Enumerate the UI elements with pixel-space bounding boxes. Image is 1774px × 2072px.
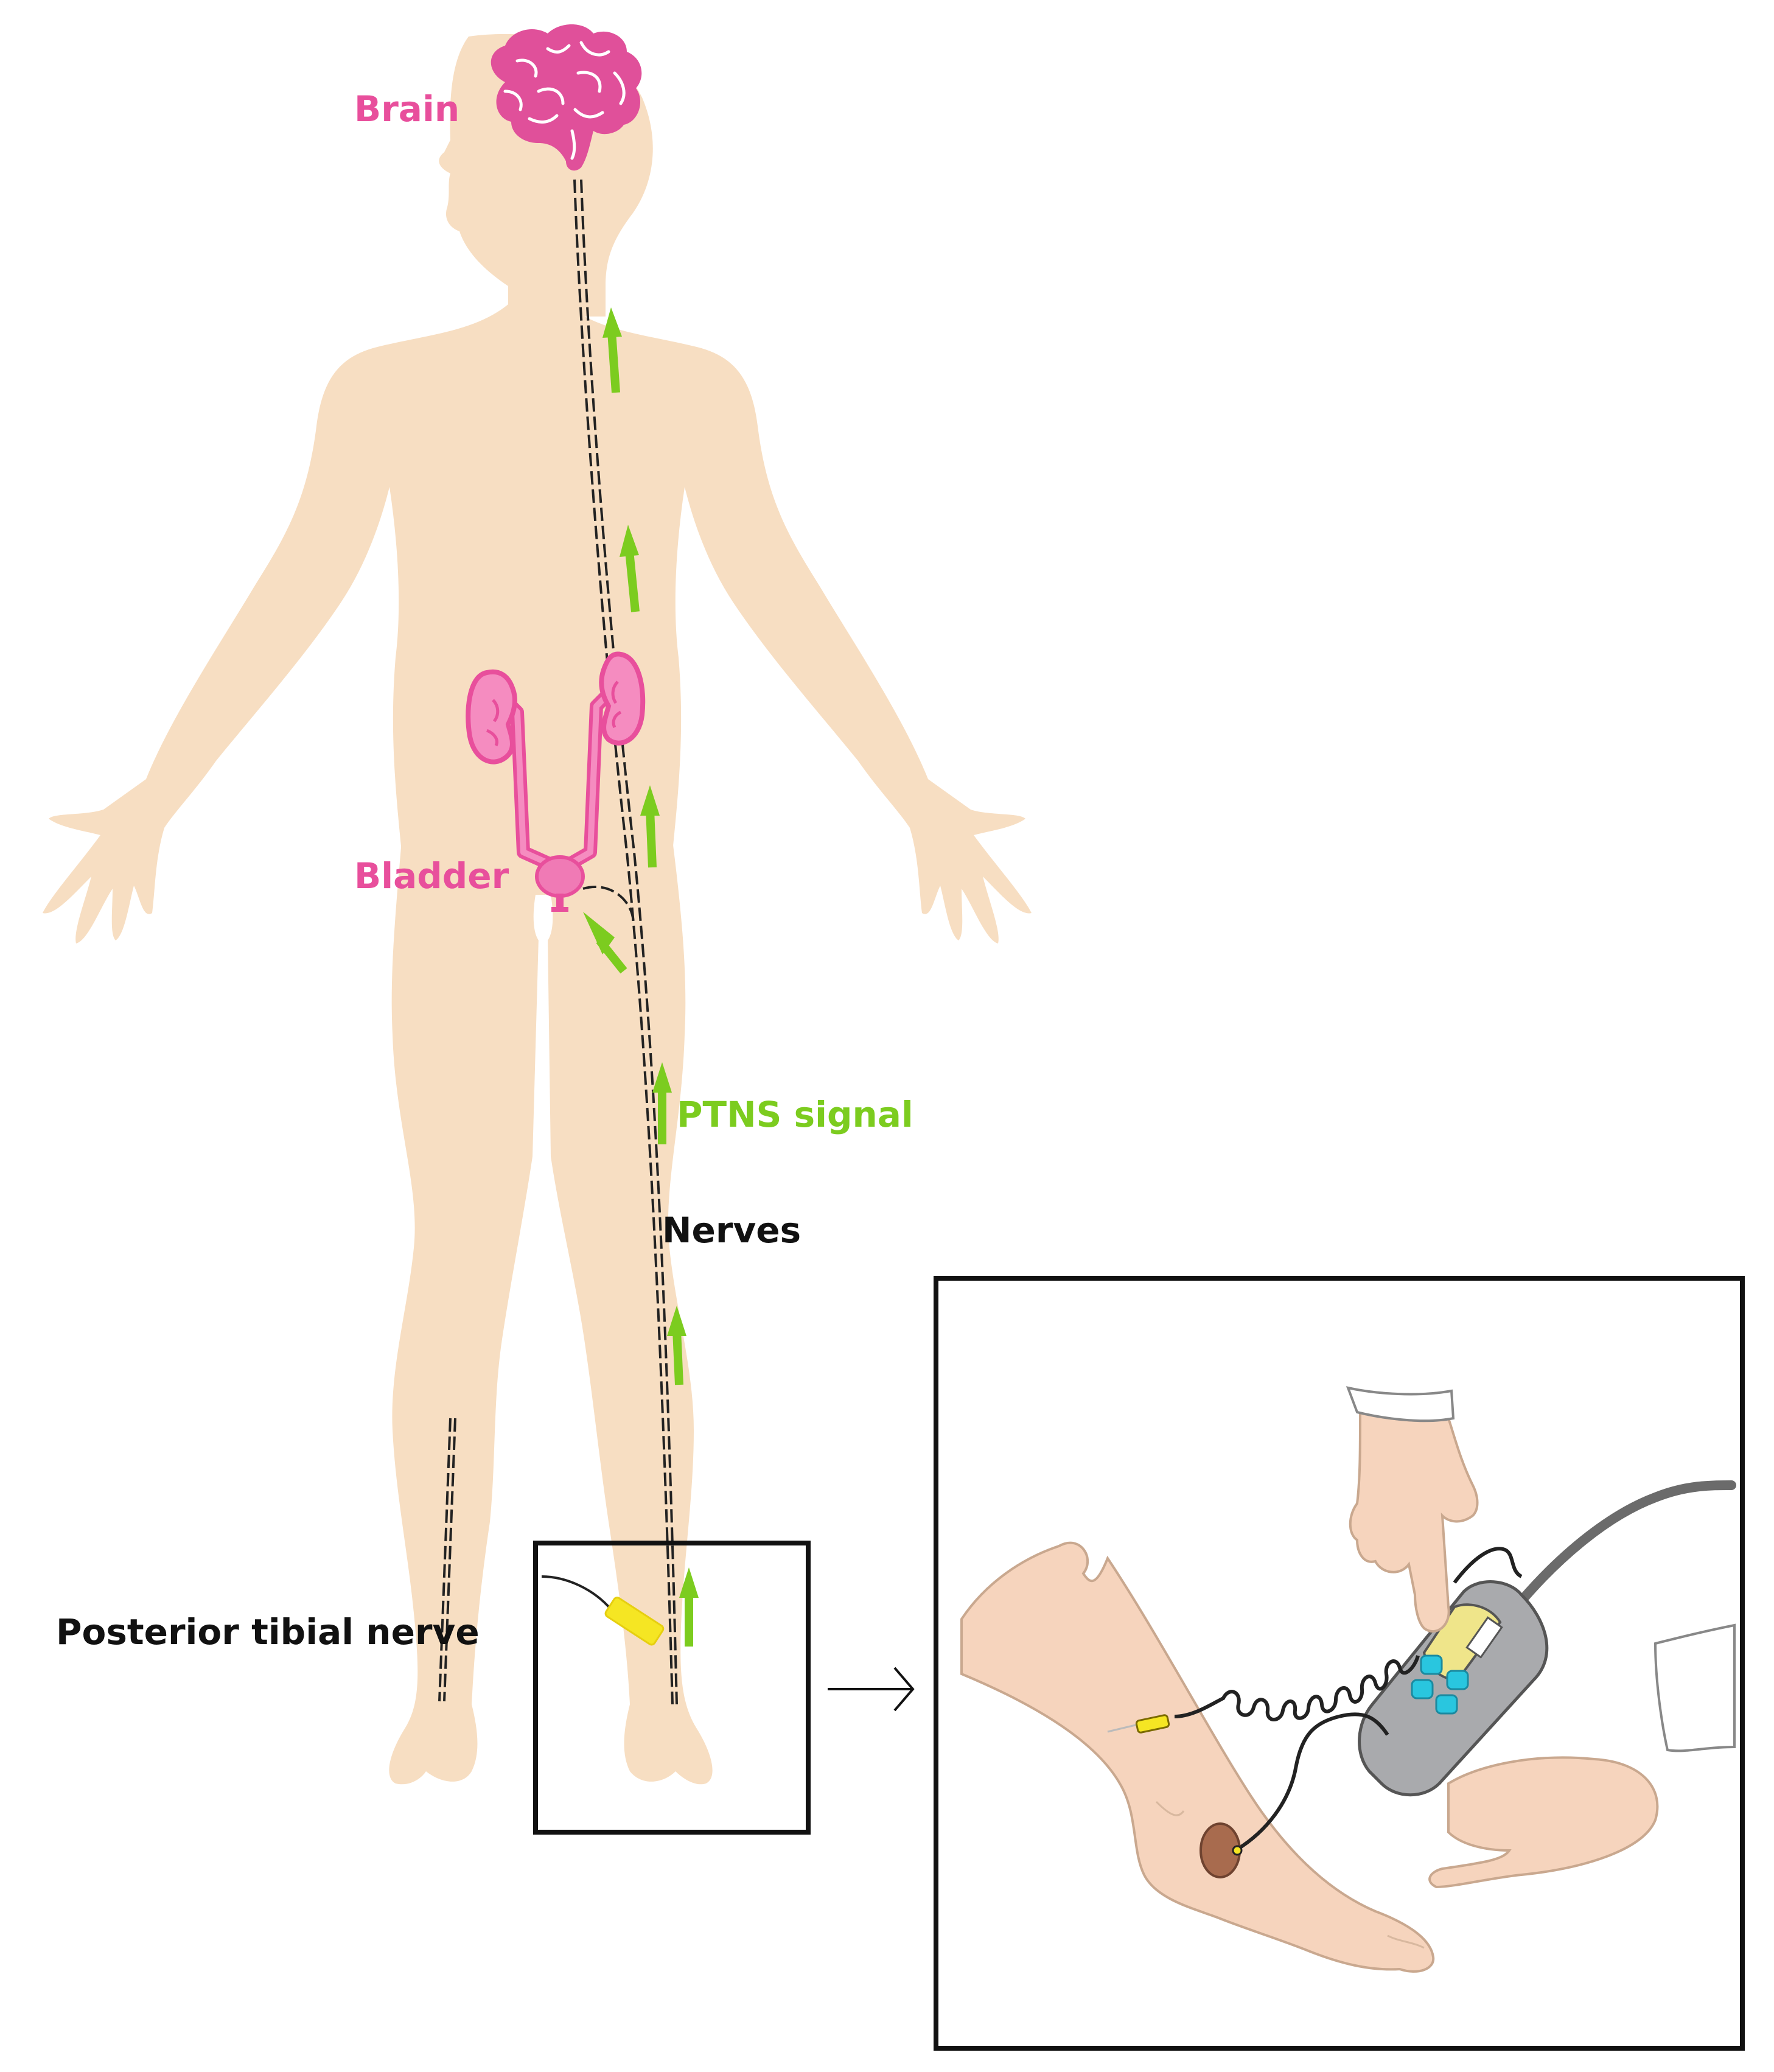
ankle-highlight-box: [533, 1541, 811, 1835]
signal-arrow: [640, 785, 660, 868]
coiled-lead-wire: [1174, 1655, 1420, 1721]
posterior-tibial-nerve-label: Posterior tibial nerve: [56, 1611, 480, 1653]
operator-hand-palm: [1428, 1756, 1659, 1889]
device-cable: [1517, 1480, 1736, 1606]
operator-sleeve-top: [1346, 1386, 1455, 1423]
electrode-icon: [604, 1597, 665, 1646]
bladder-label: Bladder: [354, 855, 509, 897]
operator-sleeve-right: [1654, 1623, 1736, 1752]
signal-arrow: [652, 1062, 672, 1144]
crotch-gap: [533, 895, 553, 940]
posterior-tibial-nerve-line-2: [438, 1418, 452, 1702]
ptns-signal-arrows: [583, 307, 699, 1647]
pad-lead-wire: [1234, 1712, 1389, 1852]
signal-arrow: [620, 525, 640, 612]
operator-pointing-hand: [1349, 1410, 1479, 1633]
patient-leg-foot: [960, 1541, 1435, 1973]
urinary-system: [466, 651, 646, 912]
signal-arrow: [679, 1567, 699, 1647]
ankle-bone-crease: [1155, 1801, 1425, 1949]
pad-connector: [1232, 1845, 1243, 1856]
device-buttons: [1411, 1654, 1469, 1715]
signal-arrow: [667, 1306, 686, 1385]
ptns-stimulator-device: [1358, 1580, 1549, 1797]
ptns-signal-label: PTNS signal: [677, 1094, 913, 1135]
electrode-wire: [541, 1575, 613, 1611]
torso-and-arms: [43, 304, 1032, 943]
kidney-right: [599, 651, 646, 746]
ureter-right-inner: [567, 691, 611, 867]
nerves-label: Nerves: [662, 1209, 801, 1251]
signal-arrow-to-bladder: [583, 912, 627, 974]
device-display: [1465, 1616, 1503, 1659]
legs: [389, 840, 713, 1785]
brain-label: Brain: [354, 88, 460, 130]
nerve-pathway: [438, 179, 678, 1705]
human-body-silhouette: [43, 33, 1032, 1785]
brain-icon: [491, 24, 642, 171]
inset-panel: [934, 1276, 1745, 2051]
bladder-icon: [535, 855, 585, 912]
zoom-arrow: [828, 1667, 915, 1712]
posterior-tibial-nerve-line: [443, 1418, 456, 1702]
signal-arrow: [602, 307, 622, 393]
nerve-branch-to-bladder: [582, 886, 635, 926]
kidney-left: [466, 669, 517, 765]
needle-electrode: [1107, 1714, 1170, 1734]
device-lead-top: [1453, 1547, 1523, 1584]
